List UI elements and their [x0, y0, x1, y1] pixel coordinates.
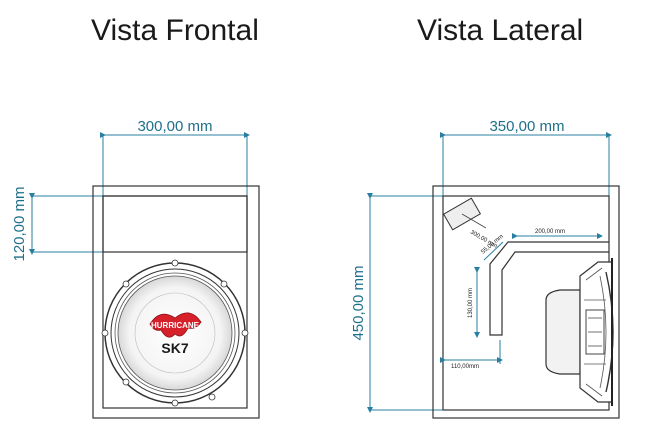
- front-view-title: Vista Frontal: [91, 14, 259, 47]
- screw-icon: [122, 378, 130, 386]
- side-internal-duct: [489, 241, 609, 336]
- speaker-logo: HURRICANE SK7: [149, 312, 202, 356]
- screw-icon: [220, 280, 228, 288]
- front-width-label: 300,00 mm: [137, 118, 212, 135]
- front-port-height-label: 120,00 mm: [11, 186, 28, 261]
- screw-icon: [101, 329, 109, 337]
- front-port-opening: [102, 195, 248, 253]
- screw-icon: [241, 329, 249, 337]
- side-speaker-profile: [545, 258, 614, 406]
- screw-icon: [171, 399, 179, 407]
- angled-port-dimension-line: [461, 213, 487, 229]
- side-dim-d4: 130,00 mm: [468, 288, 474, 318]
- side-view-title: Vista Lateral: [417, 14, 584, 47]
- front-view: 300,00 mm 120,00 mm: [11, 118, 260, 419]
- side-view: 350,00 mm 450,00 mm 300,00 mm 200,00 mm …: [350, 118, 620, 419]
- side-cabinet-outer: [432, 185, 620, 419]
- side-dim-d5: 110,00mm: [451, 364, 479, 370]
- logo-model-text: SK7: [161, 340, 188, 356]
- screw-icon: [122, 280, 130, 288]
- side-height-label: 450,00 mm: [350, 265, 367, 340]
- side-width-label: 350,00 mm: [489, 118, 564, 135]
- screw-icon: [171, 259, 179, 267]
- front-speaker: HURRICANE SK7: [101, 259, 249, 407]
- front-cabinet-outer: [92, 185, 260, 419]
- side-dim-d3: 200,00 mm: [535, 229, 565, 235]
- logo-brand-text: HURRICANE: [151, 321, 200, 330]
- duct-bend-dim-line: [483, 241, 504, 261]
- screw-icon: [208, 393, 216, 401]
